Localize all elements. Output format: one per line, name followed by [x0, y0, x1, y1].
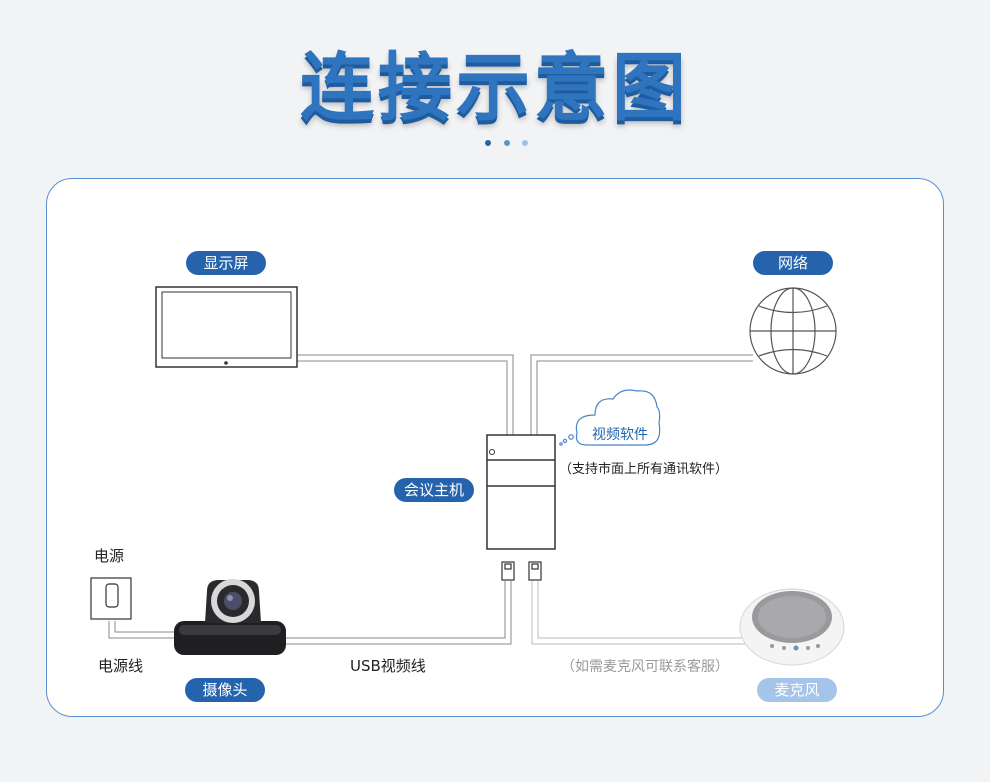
- camera-icon: [174, 579, 286, 655]
- title-dot: [485, 140, 491, 146]
- host-label: 会议主机: [394, 478, 474, 502]
- power-outlet-icon: [90, 577, 132, 620]
- usb-plug-icon: [501, 561, 515, 581]
- mic-note: （如需麦克风可联系客服）: [561, 659, 729, 675]
- microphone-label: 麦克风: [757, 678, 837, 702]
- software-label: 视频软件: [592, 427, 648, 443]
- connection-diagram: [90, 286, 845, 666]
- cable-power: [108, 621, 175, 639]
- network-label: 网络: [753, 251, 833, 275]
- computer-tower-icon: [486, 434, 556, 550]
- monitor-icon: [155, 286, 298, 368]
- speakerphone-icon: [739, 588, 845, 666]
- cable-usb-camera: [285, 581, 512, 645]
- display-label: 显示屏: [186, 251, 266, 275]
- title-dot: [504, 140, 510, 146]
- cable-display-host: [295, 354, 514, 435]
- globe-icon: [749, 287, 837, 375]
- usb-plug-icon: [528, 561, 542, 581]
- title-dot: [522, 140, 528, 146]
- cable-usb-mic: [531, 581, 747, 645]
- diagram-panel: 显示屏 网络 会议主机 摄像头 麦克风 视频软件 （支持市面上所有通讯软件） 电…: [46, 178, 944, 717]
- usb-cable-label: USB视频线: [350, 657, 426, 675]
- page-title: 连接示意图: [300, 45, 690, 131]
- power-cable-label: 电源线: [98, 657, 144, 675]
- software-note: （支持市面上所有通讯软件）: [559, 462, 729, 477]
- camera-label: 摄像头: [185, 678, 265, 702]
- power-label: 电源: [94, 547, 125, 565]
- cable-network-host: [530, 354, 753, 435]
- cloud-icon: [559, 389, 661, 446]
